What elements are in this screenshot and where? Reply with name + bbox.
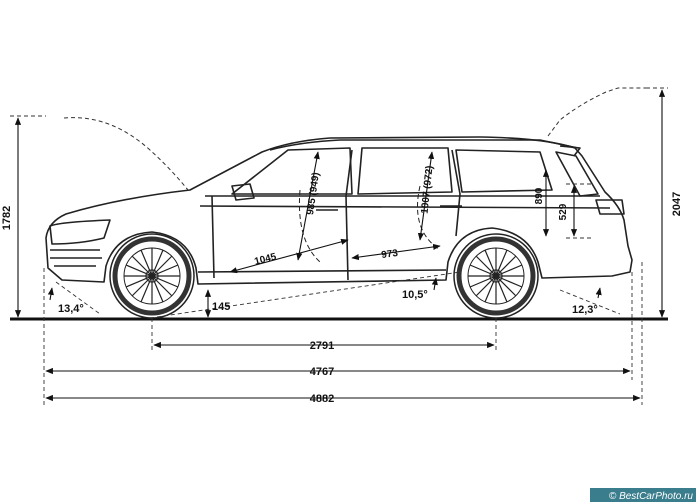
label-wheelbase: 2791 bbox=[310, 340, 334, 352]
car-body-outline bbox=[45, 136, 633, 285]
label-rear-headroom: 1007 (972) bbox=[420, 165, 436, 214]
dimension-labels: 1782 2047 2791 4767 4882 145 13,4° 12,3°… bbox=[1, 165, 683, 405]
watermark: © BestCarPhoto.ru bbox=[609, 491, 694, 502]
dimension-lines bbox=[14, 89, 666, 402]
open-tailgate-outline bbox=[547, 87, 648, 137]
open-hood-outline bbox=[63, 117, 189, 191]
front-wheel bbox=[109, 233, 195, 319]
label-rear-legroom: 973 bbox=[381, 248, 399, 261]
label-front-legroom: 1045 bbox=[253, 251, 278, 267]
label-departure-angle: 12,3° bbox=[572, 304, 598, 316]
label-ground-clearance: 145 bbox=[212, 301, 230, 313]
label-height: 1782 bbox=[1, 206, 13, 230]
watermark-background bbox=[590, 488, 696, 502]
label-approach-angle: 13,4° bbox=[58, 303, 84, 315]
label-length-total: 4882 bbox=[310, 393, 334, 405]
extension-lines bbox=[10, 87, 668, 405]
label-boot-opening-height: 890 bbox=[534, 187, 545, 204]
label-ramp-angle: 10,5° bbox=[402, 289, 428, 301]
label-length: 4767 bbox=[310, 366, 334, 378]
label-boot-sill-height: 529 bbox=[558, 203, 569, 220]
rear-wheel bbox=[453, 233, 539, 319]
label-height-open: 2047 bbox=[671, 192, 683, 216]
